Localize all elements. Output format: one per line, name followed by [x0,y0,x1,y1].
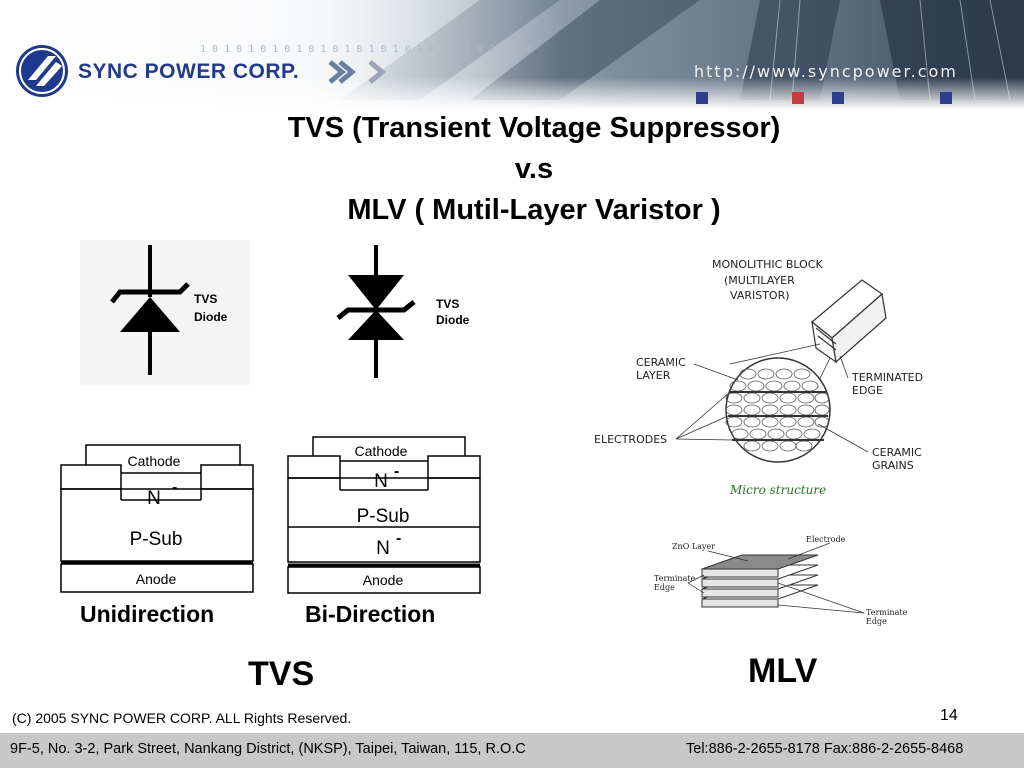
uni-anode-label: Anode [136,571,177,587]
mlv-microstructure-diagram: MONOLITHIC BLOCK (MULTILAYER VARISTOR) C… [594,258,923,497]
uni-psub-label: P-Sub [130,529,183,550]
tvs-unidirectional-symbol: TVS Diode [80,240,250,385]
bi-cathode-label: Cathode [355,443,408,459]
header-background: 1 0 1 0 1 0 1 0 1 0 1 0 1 0 1 0 1 0 1 0 … [0,0,1024,110]
uni-n-label: N [147,488,161,509]
uni-n-minus: - [172,479,177,496]
mlv-monolithic-label-1: MONOLITHIC BLOCK [712,258,823,271]
label-bi-direction: Bi-Direction [305,601,436,627]
tvs-unidirectional-structure: Cathode N - P-Sub Anode [60,444,254,593]
mlv-electrodes-label: ELECTRODES [594,433,667,446]
copyright-text: (C) 2005 SYNC POWER CORP. ALL Rights Res… [12,710,352,726]
tvs-bidirectional-structure: Cathode N - P-Sub N - Anode [287,436,481,594]
tvs-bi-symbol-label-1: TVS [436,297,459,311]
footer-address: 9F-5, No. 3-2, Park Street, Nankang Dist… [10,741,526,757]
company-name: SYNC POWER CORP. [78,60,300,83]
mlv-section-label: MLV [748,652,818,690]
uni-cathode-label: Cathode [128,453,181,469]
page-number: 14 [940,707,958,724]
slide-title-line3: MLV ( Mutil-Layer Varistor ) [347,194,721,226]
mlv-grains-label-2: GRAINS [872,459,914,472]
bi-psub-label: P-Sub [357,506,410,527]
mlv-terminate-right-label-1: Terminate [866,608,908,617]
tvs-bidirectional-symbol: TVS Diode [336,245,470,378]
mlv-monolithic-label-3: VARISTOR) [730,289,790,302]
mlv-grains-label-1: CERAMIC [872,446,922,459]
bi-anode-label: Anode [363,572,404,588]
mlv-ceramic-layer-label-1: CERAMIC [636,356,686,369]
mlv-terminate-left-label-1: Terminate [654,574,696,583]
footer-contact: Tel:886-2-2655-8178 Fax:886-2-2655-8468 [686,741,964,757]
bi-n-label: N [374,471,388,492]
mlv-electrode-label: Electrode [806,535,846,544]
mlv-terminate-left-label-2: Edge [654,583,675,592]
tvs-uni-symbol-label-2: Diode [194,310,228,324]
label-unidirection: Unidirection [80,601,215,627]
slide-title-line2: v.s [514,153,554,185]
mlv-layer-diagram: ZnO Layer Electrode Terminate Edge Termi… [654,535,908,626]
mlv-micro-structure-caption: Micro structure [729,483,826,497]
tvs-uni-symbol-label-1: TVS [194,292,217,306]
mlv-zno-label: ZnO Layer [672,542,715,551]
bi-n2-label: N [376,538,390,559]
tvs-section-label: TVS [248,655,315,693]
bi-n2-minus: - [396,530,401,547]
slide-title-line1: TVS (Transient Voltage Suppressor) [287,112,781,144]
mlv-terminated-label-2: EDGE [852,384,883,397]
header-banner: 1 0 1 0 1 0 1 0 1 0 1 0 1 0 1 0 1 0 1 0 … [0,0,1024,110]
mlv-terminate-right-label-2: Edge [866,617,887,626]
company-url: http://www.syncpower.com [694,62,958,81]
tvs-bi-symbol-label-2: Diode [436,313,470,327]
mlv-monolithic-label-2: (MULTILAYER [724,274,795,287]
mlv-terminated-label-1: TERMINATED [851,371,923,384]
svg-text:1 0 1 0 1 0 1 0 1 0 1 0 1 0 1: 1 0 1 0 1 0 1 0 1 0 1 0 1 0 1 0 1 0 1 0 … [200,44,531,55]
footer-bar [0,733,1024,768]
bi-n-minus: - [394,463,399,480]
mlv-ceramic-layer-label-2: LAYER [636,369,671,382]
